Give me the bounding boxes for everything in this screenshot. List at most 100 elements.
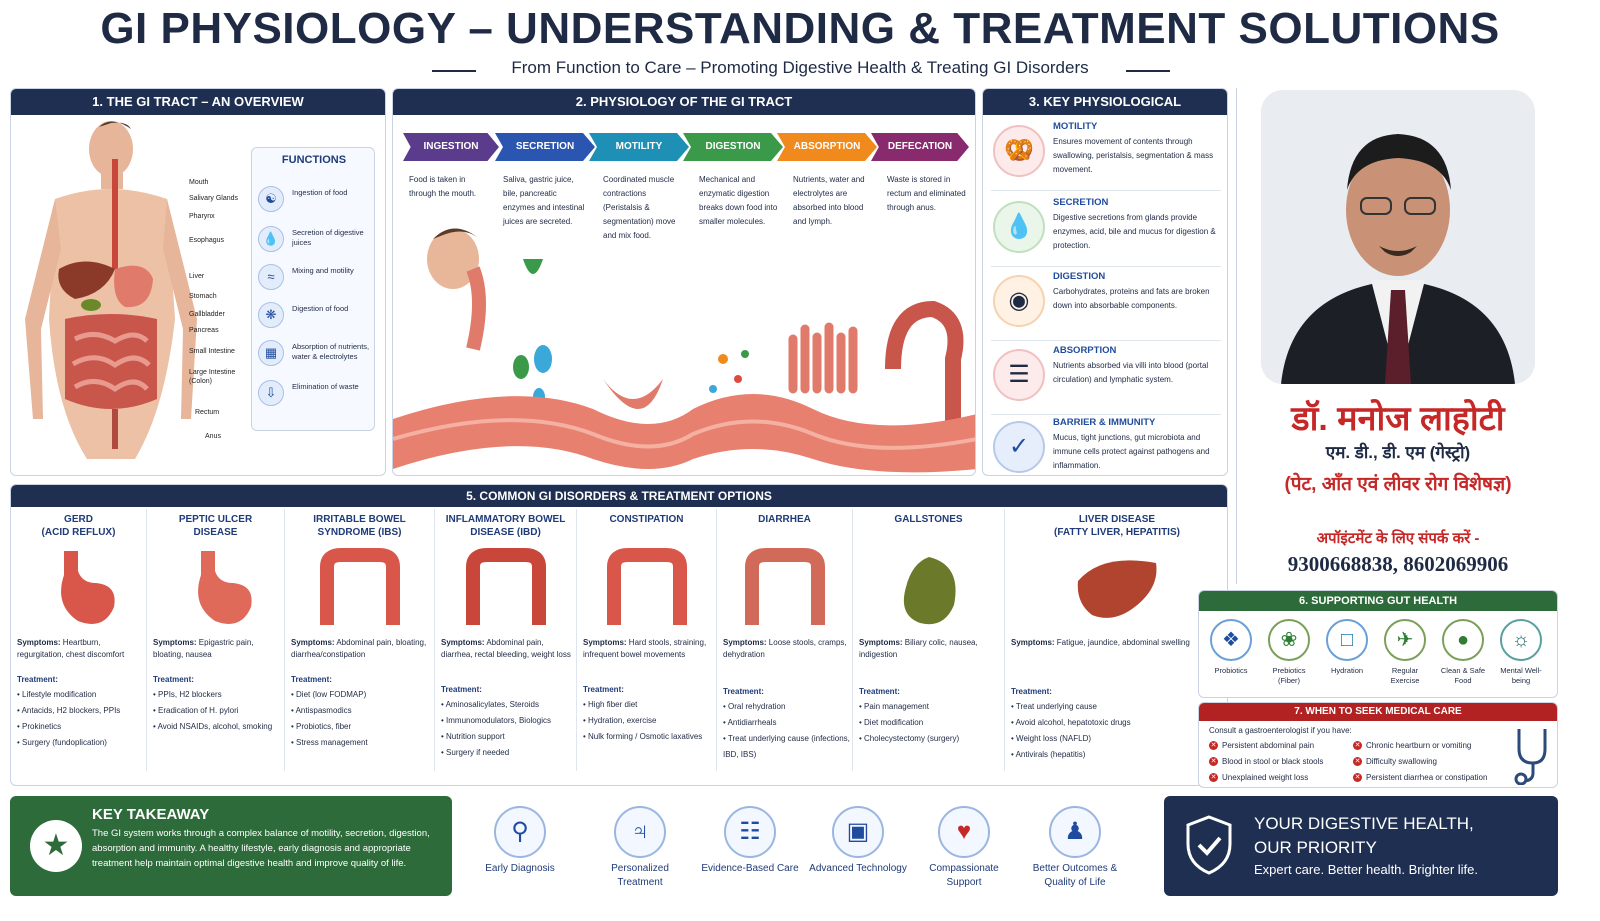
treatment-item: • Avoid NSAIDs, alcohol, smoking — [153, 722, 273, 731]
feature-technology: ▣Advanced Technology — [806, 806, 910, 876]
gut-item-mental: ☼Mental Well-being — [1493, 619, 1549, 686]
feature-outcomes: ♟Better Outcomes & Quality of Life — [1020, 806, 1130, 890]
medical-care-intro: Consult a gastroenterologist if you have… — [1209, 726, 1352, 735]
feature-compassion: ♥Compassionate Support — [912, 806, 1016, 890]
wave-icon: ≈ — [258, 264, 284, 290]
care-item: ✕Persistent abdominal pain — [1209, 741, 1315, 751]
organ-label-anus: Anus — [205, 433, 221, 440]
drops-icon: 💧 — [993, 201, 1045, 253]
step-ingestion: INGESTION — [403, 133, 499, 161]
organ-label-pharynx: Pharynx — [189, 213, 215, 220]
probiotics-icon: ❖ — [1210, 619, 1252, 661]
function-item: 💧Secretion of digestive juices — [258, 224, 372, 254]
treatment-item: • Nulk forming / Osmotic laxatives — [583, 732, 703, 741]
villi-icon: ☰ — [993, 349, 1045, 401]
disorder-treatment-list: • Lifestyle modification• Antacids, H2 b… — [17, 687, 144, 751]
organ-label-large-intestine: Large Intestine — [189, 369, 236, 376]
organ-label-small-intestine: Small Intestine — [189, 348, 235, 355]
disorder-column: IRRITABLE BOWEL SYNDROME (IBS) Symptoms: … — [285, 509, 435, 771]
step-desc-digestion: Mechanical and enzymatic digestion break… — [699, 175, 778, 226]
treatment-item: • Cholecystectomy (surgery) — [859, 734, 960, 743]
care-item: ✕Difficulty swallowing — [1353, 757, 1437, 767]
disorder-title: IRRITABLE BOWEL SYNDROME (IBS) — [313, 514, 406, 538]
subtitle-rule-right — [1126, 70, 1170, 72]
doctor-icon: ♃ — [614, 806, 666, 858]
disorder-symptoms: Symptoms: Abdominal pain, diarrhea, rect… — [441, 638, 571, 659]
disorder-treatment-list: • PPIs, H2 blockers • Eradication of H. p… — [153, 687, 282, 735]
disorder-title: LIVER DISEASE (FATTY LIVER, HEPATITIS) — [1054, 514, 1180, 538]
mechanism-motility: 🥨 MOTILITY Ensures movement of contents … — [991, 117, 1221, 191]
disorder-symptoms: Symptoms: Biliary colic, nausea, indiges… — [859, 638, 978, 659]
treatment-item: • Diet (low FODMAP) — [291, 690, 367, 699]
disorder-treatment-list: • Aminosalicylates, Steroids• Immunomodu… — [441, 697, 574, 761]
disorder-symptoms: Symptoms: Abdominal pain, bloating, diar… — [291, 638, 427, 659]
care-item: ✕Blood in stool or black stools — [1209, 757, 1324, 767]
ingestion-icon: ☯ — [258, 186, 284, 212]
organ-label-rectum: Rectum — [195, 409, 220, 416]
organ-label-salivary: Salivary Glands — [189, 195, 239, 202]
gut-health-heading: 6. SUPPORTING GUT HEALTH — [1199, 591, 1557, 611]
disorder-illustration — [744, 548, 825, 625]
disorder-column: INFLAMMATORY BOWEL DISEASE (IBD) Symptoms… — [435, 509, 577, 771]
disorder-treatment-list: • Pain management• Diet modification• Ch… — [859, 699, 1002, 747]
disorder-title: INFLAMMATORY BOWEL DISEASE (IBD) — [445, 514, 566, 538]
gut-item-hydration: □Hydration — [1319, 619, 1375, 676]
mechanism-digestion: ◉ DIGESTION Carbohydrates, proteins and … — [991, 267, 1221, 341]
treatment-item: • Eradication of H. pylori — [153, 706, 239, 715]
absorption-icon: ▦ — [258, 340, 284, 366]
disorder-illustration — [319, 548, 400, 625]
treatment-item: • Treat underlying cause — [1011, 702, 1097, 711]
overview-heading: 1. THE GI TRACT – AN OVERVIEW — [11, 89, 385, 115]
treatment-item: • Prokinetics — [17, 722, 62, 731]
subtitle-rule-left — [432, 70, 476, 72]
gut-item-food: ●Clean & Safe Food — [1435, 619, 1491, 686]
food-icon: ● — [1442, 619, 1484, 661]
disorder-symptoms: Symptoms: Fatigue, jaundice, abdominal s… — [1011, 638, 1190, 647]
disorder-column: PEPTIC ULCER DISEASE Symptoms: Epigastric… — [147, 509, 285, 771]
gut-item-exercise: ✈Regular Exercise — [1377, 619, 1433, 686]
star-icon: ★ — [30, 820, 82, 872]
treatment-item: • Antacids, H2 blockers, PPIs — [17, 706, 121, 715]
feature-personalized: ♃Personalized Treatment — [588, 806, 692, 890]
droplet-icon: 💧 — [258, 226, 284, 252]
care-item: ✕Persistent diarrhea or constipation — [1353, 773, 1488, 783]
disorder-title: GERD (ACID REFLUX) — [41, 514, 116, 538]
elimination-icon: ⇩ — [258, 380, 284, 406]
molecules-icon: ◉ — [993, 275, 1045, 327]
monitor-icon: ▣ — [832, 806, 884, 858]
disorder-symptoms: Symptoms: Epigastric pain, bloating, nau… — [153, 638, 254, 659]
disorder-column: GALLSTONES Symptoms: Biliary colic, nause… — [853, 509, 1005, 771]
priority-title: YOUR DIGESTIVE HEALTH, OUR PRIORITY — [1254, 814, 1474, 857]
step-desc-motility: Coordinated muscle contractions (Perista… — [603, 175, 676, 240]
care-item: ✕Chronic heartburn or vomiting — [1353, 741, 1472, 751]
body-anatomy-illustration — [25, 121, 197, 459]
treatment-item: • High fiber diet — [583, 700, 638, 709]
stethoscope-icon — [1514, 729, 1547, 785]
disorder-illustration — [197, 551, 252, 624]
medical-care-heading: 7. WHEN TO SEEK MEDICAL CARE — [1199, 703, 1557, 721]
disorder-treatment-list: • High fiber diet• Hydration, exercise• … — [583, 697, 714, 745]
care-item: ✕Unexplained weight loss — [1209, 773, 1309, 783]
organ-label-pancreas: Pancreas — [189, 327, 219, 334]
disorder-title: CONSTIPATION — [609, 514, 684, 525]
mechanisms-heading: 3. KEY PHYSIOLOGICAL MECHANISMS — [983, 89, 1227, 135]
function-item: ▦Absorption of nutrients, water & electr… — [258, 338, 372, 368]
page-subtitle: From Function to Care – Promoting Digest… — [511, 58, 1089, 77]
step-secretion: SECRETION — [495, 133, 595, 161]
mechanism-absorption: ☰ ABSORPTION Nutrients absorbed via vill… — [991, 341, 1221, 415]
heart-hands-icon: ♥ — [938, 806, 990, 858]
stomach-icon: 🥨 — [993, 125, 1045, 177]
step-desc-defecation: Waste is stored in rectum and eliminated… — [887, 175, 966, 212]
disorder-title: PEPTIC ULCER DISEASE — [178, 514, 253, 538]
treatment-item: • PPIs, H2 blockers — [153, 690, 222, 699]
treatment-item: • Diet modification — [859, 718, 924, 727]
people-icon: ♟ — [1049, 806, 1101, 858]
mechanism-barrier: ✓ BARRIER & IMMUNITY Mucus, tight juncti… — [991, 413, 1221, 475]
function-item: ⇩Elimination of waste — [258, 378, 372, 408]
disorder-title: GALLSTONES — [894, 514, 963, 525]
organ-label-liver: Liver — [189, 273, 205, 280]
doctor-phones[interactable]: 9300668838, 8602069906 — [1287, 552, 1509, 576]
disorder-treatment-heading: Treatment: — [17, 675, 58, 684]
